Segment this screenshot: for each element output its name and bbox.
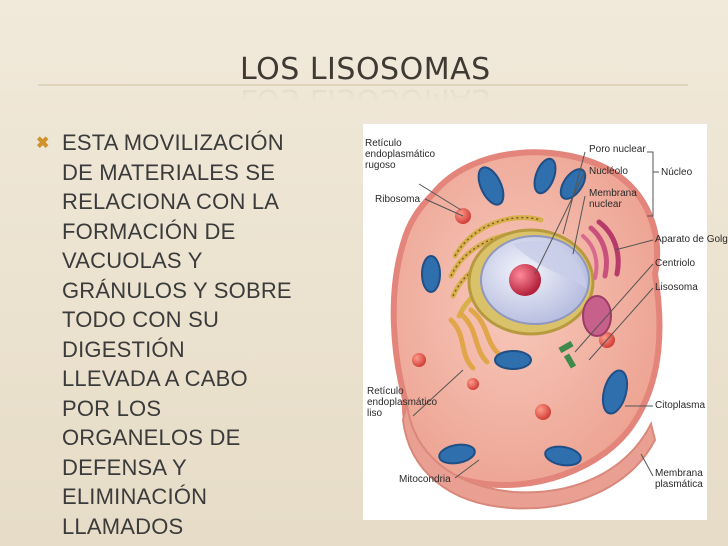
bullet-text: ESTA MOVILIZACIÓN DE MATERIALES SE RELAC… — [62, 128, 362, 546]
label-centriole: Centriolo — [655, 258, 696, 269]
smooth-er — [448, 307, 502, 371]
title-text: LOS LISOSOMAS — [240, 52, 491, 87]
mitochondria — [421, 157, 629, 467]
bullet-line: POR LOS — [62, 395, 162, 421]
label-line: nuclear — [589, 199, 622, 210]
label-line: liso — [367, 408, 383, 419]
label-rough-er: Retículo endoplasmático rugoso — [365, 138, 435, 171]
bullet-line: VACUOLAS Y — [62, 248, 203, 273]
cell-rim — [401, 403, 657, 510]
label-golgi: Aparato de Golgi — [655, 234, 728, 245]
label-line: Retículo — [365, 138, 402, 149]
animal-cell-diagram: Retículo endoplasmático rugoso Ribosoma … — [363, 124, 728, 520]
nucleus-cutaway — [513, 241, 587, 289]
bullet-line: DE MATERIALES SE — [62, 159, 276, 185]
bullet-line: DIGESTIÓN — [62, 336, 185, 362]
centriole — [558, 340, 577, 369]
title-divider — [38, 84, 688, 86]
nucleolus — [509, 264, 541, 296]
label-nuclear-pore: Poro nuclear — [589, 144, 646, 155]
label-line: Membrana — [589, 188, 637, 199]
cell-illustration — [390, 149, 663, 510]
bullet-x-icon: ✖ — [36, 135, 50, 152]
label-lysosome: Lisosoma — [655, 282, 698, 293]
label-line: rugoso — [365, 160, 396, 171]
label-plasma-membrane: Membrana plasmática — [655, 468, 703, 490]
bullet-line: DEFENSA Y — [62, 454, 187, 480]
label-mitochondria: Mitocondria — [399, 474, 451, 485]
bullet-line: GRÁNULOS Y SOBRE — [62, 277, 292, 303]
bullet-line: TODO CON SU — [62, 307, 220, 332]
bullet-line: ORGANELOS DE — [62, 425, 241, 450]
bullet-line: ESTA MOVILIZACIÓN — [62, 130, 284, 155]
slide-title: LOS LISOSOMAS LOS LISOSOMAS — [240, 52, 502, 117]
title-reflection: LOS LISOSOMAS — [240, 82, 491, 117]
label-nuclear-membrane: Membrana nuclear — [589, 188, 637, 210]
label-cytoplasm: Citoplasma — [655, 400, 706, 411]
label-line: endoplasmático — [367, 397, 438, 408]
label-smooth-er: Retículo endoplasmático liso — [367, 386, 437, 419]
label-line: plasmática — [655, 479, 703, 490]
label-ribosome: Ribosoma — [375, 194, 421, 205]
bullet-line: FORMACIÓN DE — [62, 218, 236, 244]
vesicle — [582, 295, 612, 337]
bullet-line: ELIMINACIÓN — [62, 484, 208, 509]
bullet-line: LLAMADOS — [62, 513, 184, 539]
golgi-apparatus — [581, 219, 621, 280]
label-line: endoplasmático — [365, 149, 436, 160]
bullet-line: LLEVADA A CABO — [62, 366, 248, 391]
label-nucleus: Núcleo — [661, 167, 693, 178]
bullet-line: RELACIONA CON LA — [62, 189, 280, 214]
label-nucleolus: Nucléolo — [589, 166, 628, 177]
label-line: Membrana — [655, 468, 703, 479]
label-line: Retículo — [367, 386, 404, 397]
leader-lines — [412, 151, 659, 479]
